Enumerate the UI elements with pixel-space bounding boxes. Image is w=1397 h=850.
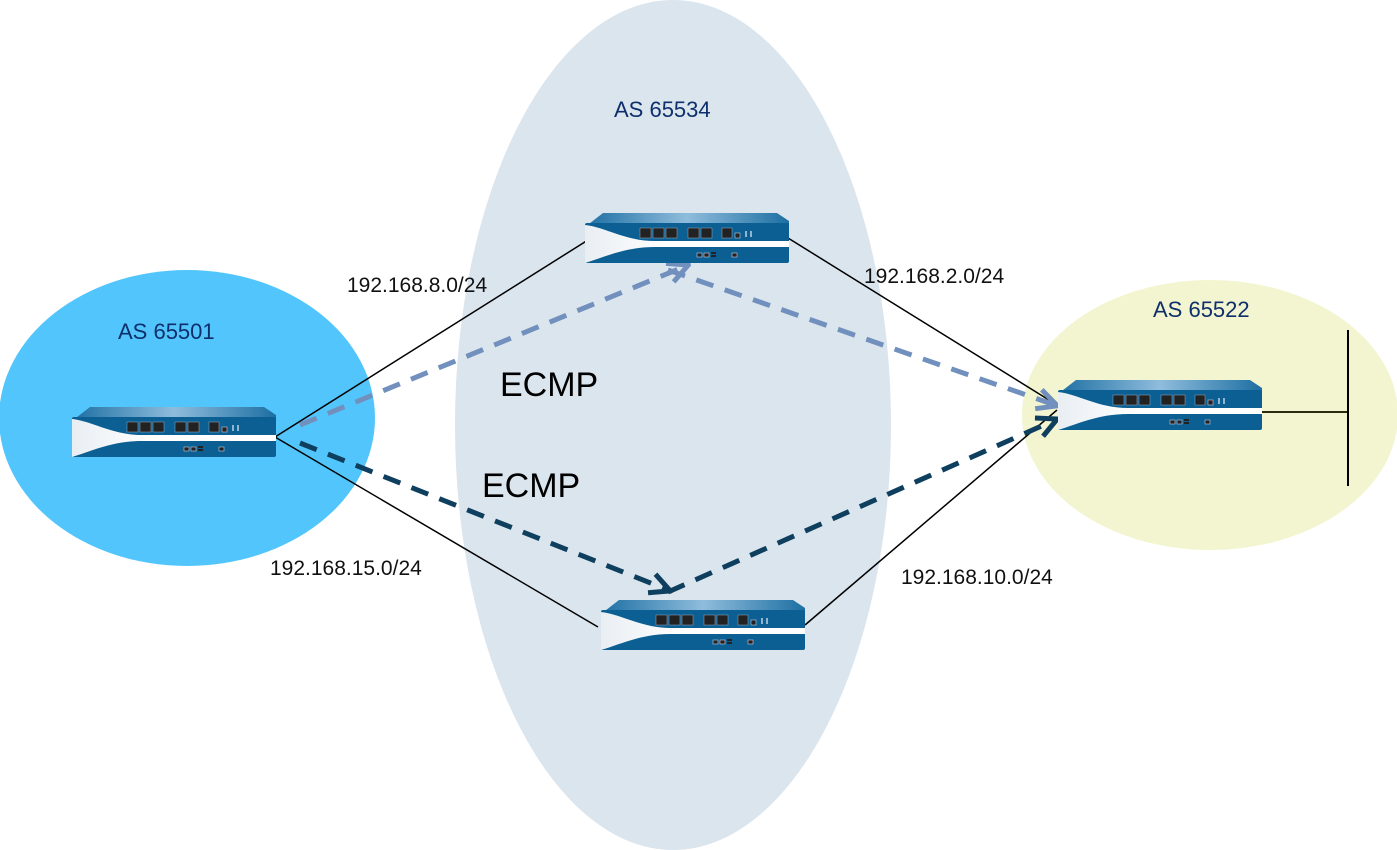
firewall-device-as-65501[interactable] <box>71 406 277 458</box>
network-label-10: 192.168.10.0/24 <box>901 566 1053 589</box>
as-label-65534: AS 65534 <box>614 97 711 122</box>
link-192-168-2-0 <box>787 237 1058 406</box>
as-label-65501: AS 65501 <box>118 319 215 344</box>
network-label-2: 192.168.2.0/24 <box>864 265 1004 288</box>
as-65534-region <box>455 0 891 850</box>
ecmp-label-upper: ECMP <box>500 366 598 404</box>
network-label-8: 192.168.8.0/24 <box>347 274 487 297</box>
firewall-device-as-65534-lower[interactable] <box>600 599 806 651</box>
firewall-device-as-65534-upper[interactable] <box>584 212 790 264</box>
link-192-168-8-0 <box>274 239 589 438</box>
link-192-168-15-0 <box>274 436 599 628</box>
ecmp-path-lower-1 <box>299 440 668 590</box>
ecmp-label-lower: ECMP <box>482 467 580 505</box>
ecmp-path-upper-1 <box>299 266 686 428</box>
firewall-device-as-65522[interactable] <box>1057 379 1263 431</box>
ecmp-path-upper-2 <box>667 267 1055 405</box>
network-label-15: 192.168.15.0/24 <box>270 557 422 580</box>
as-label-65522: AS 65522 <box>1153 297 1250 322</box>
ecmp-path-lower-2 <box>666 420 1055 595</box>
link-192-168-10-0 <box>804 409 1058 626</box>
